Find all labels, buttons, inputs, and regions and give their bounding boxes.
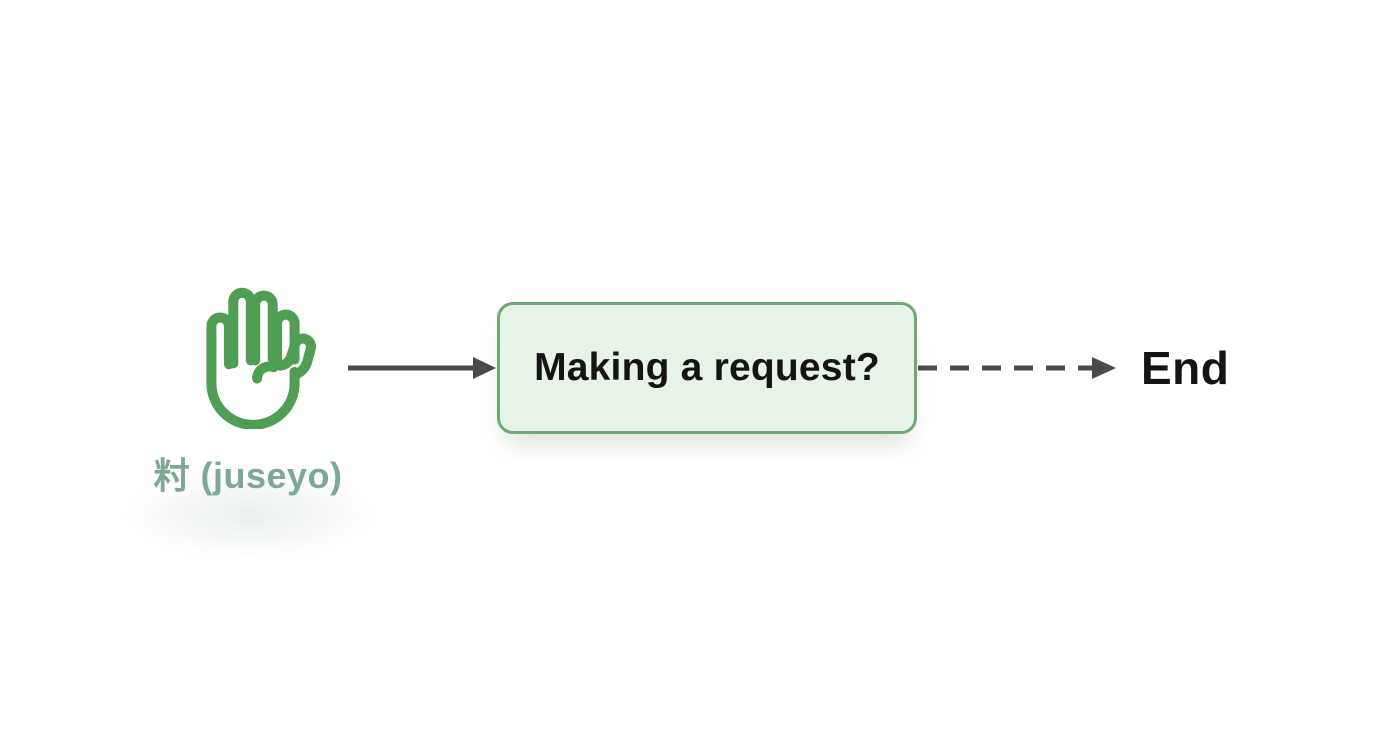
dashed-connector-arrow (918, 357, 1116, 379)
decision-node-label: Making a request? (534, 346, 880, 389)
end-node-label: End (1141, 342, 1230, 394)
decision-node: Making a request? (497, 302, 917, 434)
raised-hand-strokes (206, 287, 316, 429)
arrowhead-icon (1092, 357, 1116, 379)
start-node-label: 籿 (juseyo) (153, 455, 343, 496)
arrowhead-icon (473, 357, 496, 379)
raised-hand-icon (206, 287, 316, 429)
solid-connector-arrow (348, 357, 496, 379)
